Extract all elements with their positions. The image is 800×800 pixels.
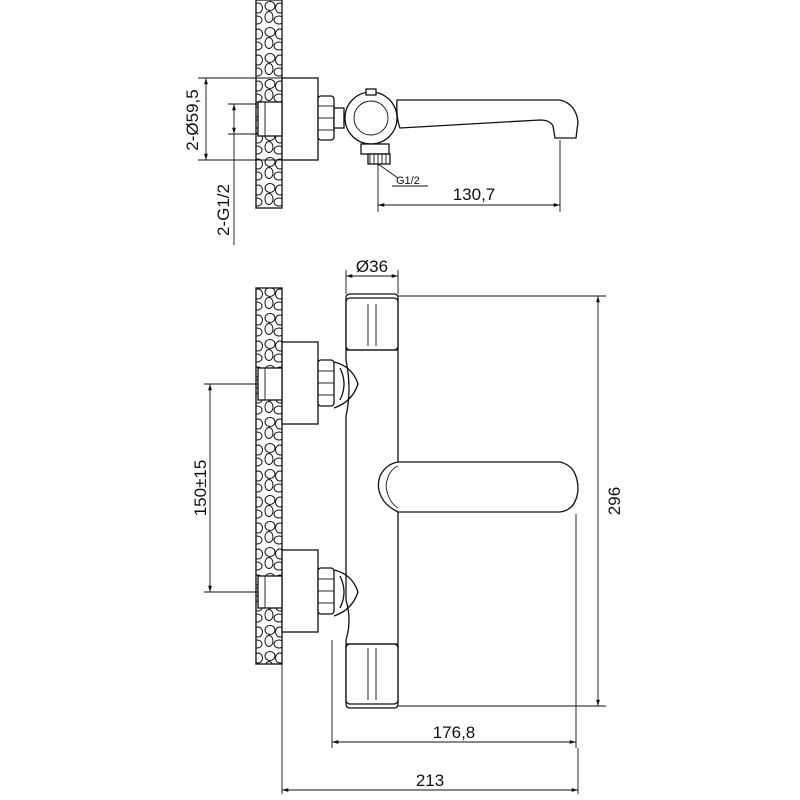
dim-spout-reach: 130,7 xyxy=(453,185,496,204)
dim-body-diameter: Ø36 xyxy=(356,257,388,276)
spout-front xyxy=(377,461,579,513)
dim-pipe-thread: 2-G1/2 xyxy=(214,184,233,236)
dim-center-distance: 150±15 xyxy=(191,460,210,517)
mixer-body-circle xyxy=(344,91,398,145)
spout-top xyxy=(396,99,579,139)
temperature-handle xyxy=(345,297,399,351)
mixer-body xyxy=(345,293,399,709)
dim-flange-diameter: 2-Ø59,5 xyxy=(183,89,202,150)
dim-overall-depth: 213 xyxy=(416,771,444,790)
top-view: 2-Ø59,5 2-G1/2 G1/2 130,7 xyxy=(183,0,579,245)
dim-outlet-thread: G1/2 xyxy=(396,175,420,187)
front-view: 150±15 Ø36 296 176,8 213 xyxy=(191,257,624,794)
flow-handle xyxy=(345,643,399,705)
wall-flange-lower xyxy=(281,549,319,633)
dim-handle-depth: 176,8 xyxy=(433,723,476,742)
outlet-connector xyxy=(360,143,390,155)
wall-flange-upper xyxy=(281,341,319,425)
wall-flange-top xyxy=(281,77,319,161)
dim-overall-height: 296 xyxy=(605,487,624,515)
